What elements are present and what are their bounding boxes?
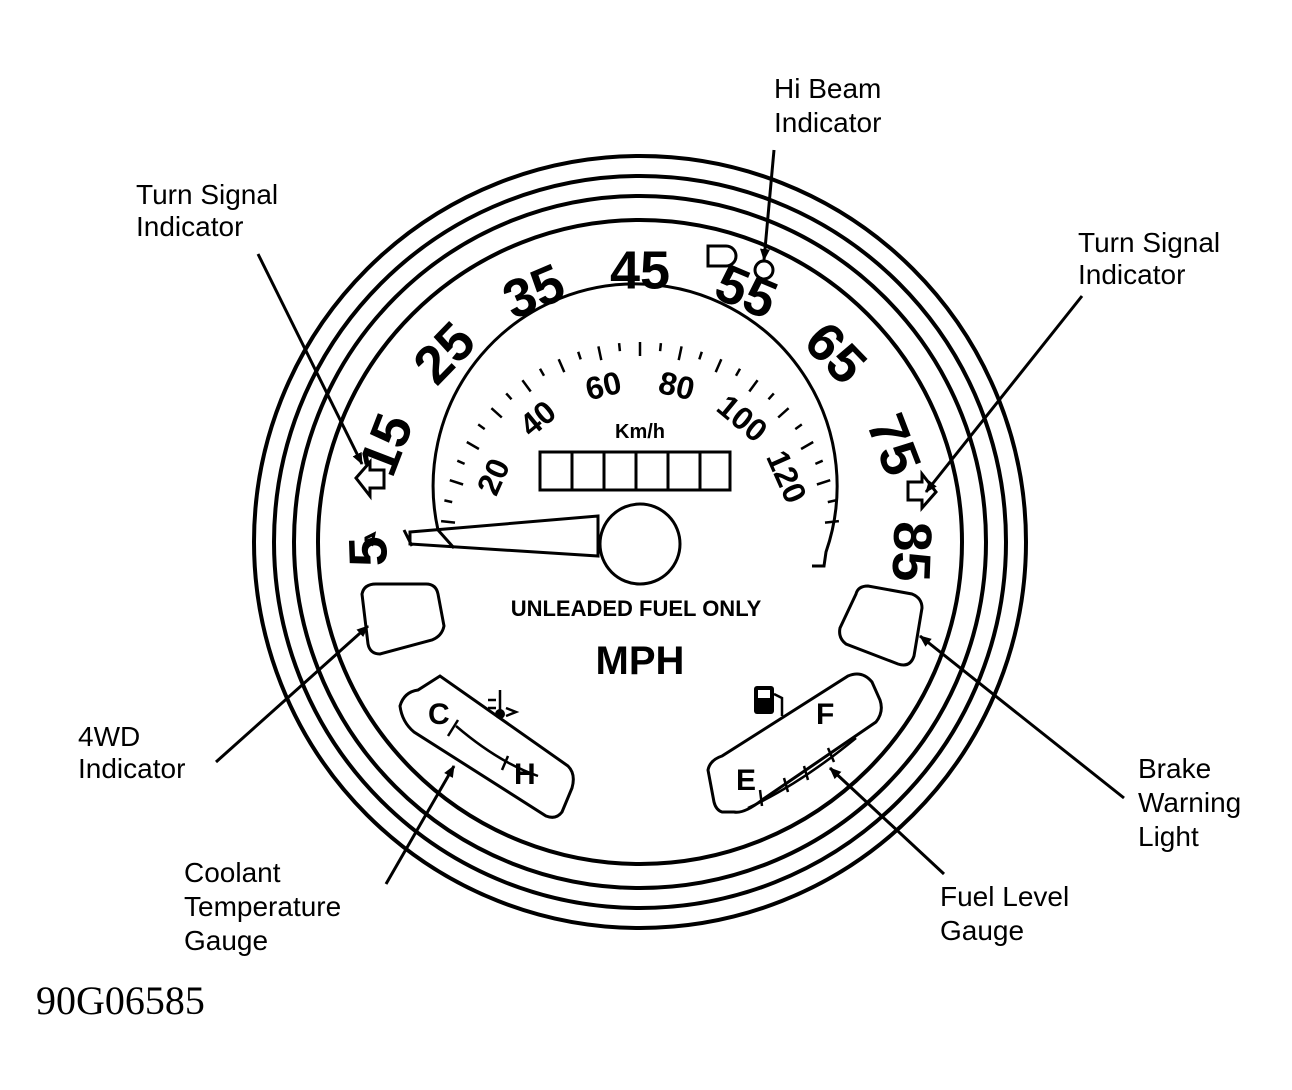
dial-tick xyxy=(794,423,803,431)
dial-tick xyxy=(477,423,486,431)
hi-beam-leader xyxy=(760,149,776,261)
turn-signal-right-label: Turn Signal Indicator xyxy=(1078,227,1228,290)
dial-tick xyxy=(456,459,466,466)
outer-ring-1 xyxy=(252,154,1028,930)
coolant-leader xyxy=(384,765,456,885)
brake-label: Brake Warning Light xyxy=(1138,753,1249,852)
dial-tick xyxy=(521,379,532,393)
dial-tick xyxy=(748,379,759,393)
dial-tick xyxy=(827,499,836,504)
kmh-unit-label: Km/h xyxy=(615,421,665,443)
cluster-rings xyxy=(252,154,1028,930)
dial-tick xyxy=(440,519,456,524)
mph-label-65: 65 xyxy=(793,311,878,396)
turn-signal-right-leader xyxy=(924,295,1084,493)
turn-arrow-left-icon xyxy=(354,458,386,501)
inner-dial-outline xyxy=(431,282,839,568)
dial-tick xyxy=(816,479,831,486)
kmh-ticks xyxy=(440,342,840,524)
mph-label-85: 85 xyxy=(881,520,943,582)
figure-id: 90G06585 xyxy=(36,978,205,1023)
hi-beam-label: Hi Beam Indicator xyxy=(774,73,889,138)
mph-label-25: 25 xyxy=(402,311,487,396)
four-wd-window xyxy=(360,582,446,656)
headlight-icon xyxy=(706,244,738,268)
coolant-scale-arc xyxy=(455,725,539,778)
fuel-full-label: F xyxy=(816,698,834,731)
inner-dial-left-edge xyxy=(436,529,456,549)
speedometer-needle xyxy=(364,502,682,586)
dial-tick xyxy=(490,407,503,419)
dial-tick xyxy=(505,392,513,401)
dial-tick xyxy=(449,479,464,486)
kmh-label-100: 100 xyxy=(710,387,774,449)
mph-label-15: 15 xyxy=(348,406,426,484)
coolant-gauge: C H xyxy=(398,674,575,819)
dial-tick xyxy=(597,346,603,361)
hi-beam-indicator-lamp xyxy=(753,259,775,281)
four-wd-leader xyxy=(214,624,370,764)
turn-arrow-right-icon xyxy=(906,469,938,512)
fuel-level-label: Fuel Level Gauge xyxy=(940,881,1077,946)
dial-tick xyxy=(538,368,546,377)
four-wd-label: 4WD Indicator xyxy=(78,721,185,784)
needle-hub xyxy=(598,502,682,586)
coolant-high-label: H xyxy=(514,758,536,791)
fuel-empty-label: E xyxy=(736,764,756,797)
callout-labels: Hi Beam Indicator Turn Signal Indicator … xyxy=(78,73,1249,956)
dial-tick xyxy=(466,440,480,451)
mph-label-35: 35 xyxy=(494,253,573,332)
fuel-gauge-window xyxy=(706,672,883,814)
outer-ring-2 xyxy=(272,174,1008,910)
needle-arm xyxy=(364,531,377,547)
mph-label-55: 55 xyxy=(707,253,786,332)
dial-tick xyxy=(677,346,683,361)
fuel-pump-icon xyxy=(754,686,784,716)
dial-tick xyxy=(617,342,622,352)
dial-tick xyxy=(824,519,840,524)
hi-beam-light xyxy=(706,244,775,281)
dial-tick xyxy=(767,392,775,401)
dial-tick xyxy=(734,368,742,377)
kmh-label-80: 80 xyxy=(655,364,698,407)
thermometer-icon xyxy=(488,690,520,719)
turn-signal-left-leader xyxy=(256,253,364,465)
coolant-label: Coolant Temperature Gauge xyxy=(184,857,349,956)
turn-signal-left-label: Turn Signal Indicator xyxy=(136,179,286,242)
dial-tick xyxy=(698,351,703,360)
needle xyxy=(408,514,600,558)
dial-tick xyxy=(714,358,723,373)
callout-leaders xyxy=(214,149,1125,885)
fuel-level-leader xyxy=(828,766,946,876)
dial-tick xyxy=(557,358,566,373)
fuel-scale-arc xyxy=(747,737,857,810)
kmh-label-120: 120 xyxy=(759,445,814,508)
mph-label-45: 45 xyxy=(610,240,670,300)
coolant-gauge-window xyxy=(398,674,575,819)
outer-ring-4 xyxy=(316,218,964,866)
dial-tick xyxy=(814,459,824,466)
dial-tick xyxy=(800,440,814,451)
brake-warning-window xyxy=(838,584,924,667)
kmh-label-20: 20 xyxy=(470,453,517,500)
dial-tick xyxy=(444,499,453,504)
fuel-notice: UNLEADED FUEL ONLY xyxy=(511,596,762,621)
brake-leader xyxy=(919,634,1125,800)
odometer xyxy=(538,450,732,492)
fuel-gauge: E F xyxy=(706,672,883,814)
dial-tick xyxy=(658,342,663,352)
kmh-label-60: 60 xyxy=(582,364,625,407)
dial-tick xyxy=(577,351,582,360)
outer-ring-3 xyxy=(292,194,988,890)
coolant-low-label: C xyxy=(428,698,450,731)
kmh-label-40: 40 xyxy=(512,393,562,443)
dial-tick xyxy=(777,407,790,419)
mph-unit-label: MPH xyxy=(596,639,685,683)
